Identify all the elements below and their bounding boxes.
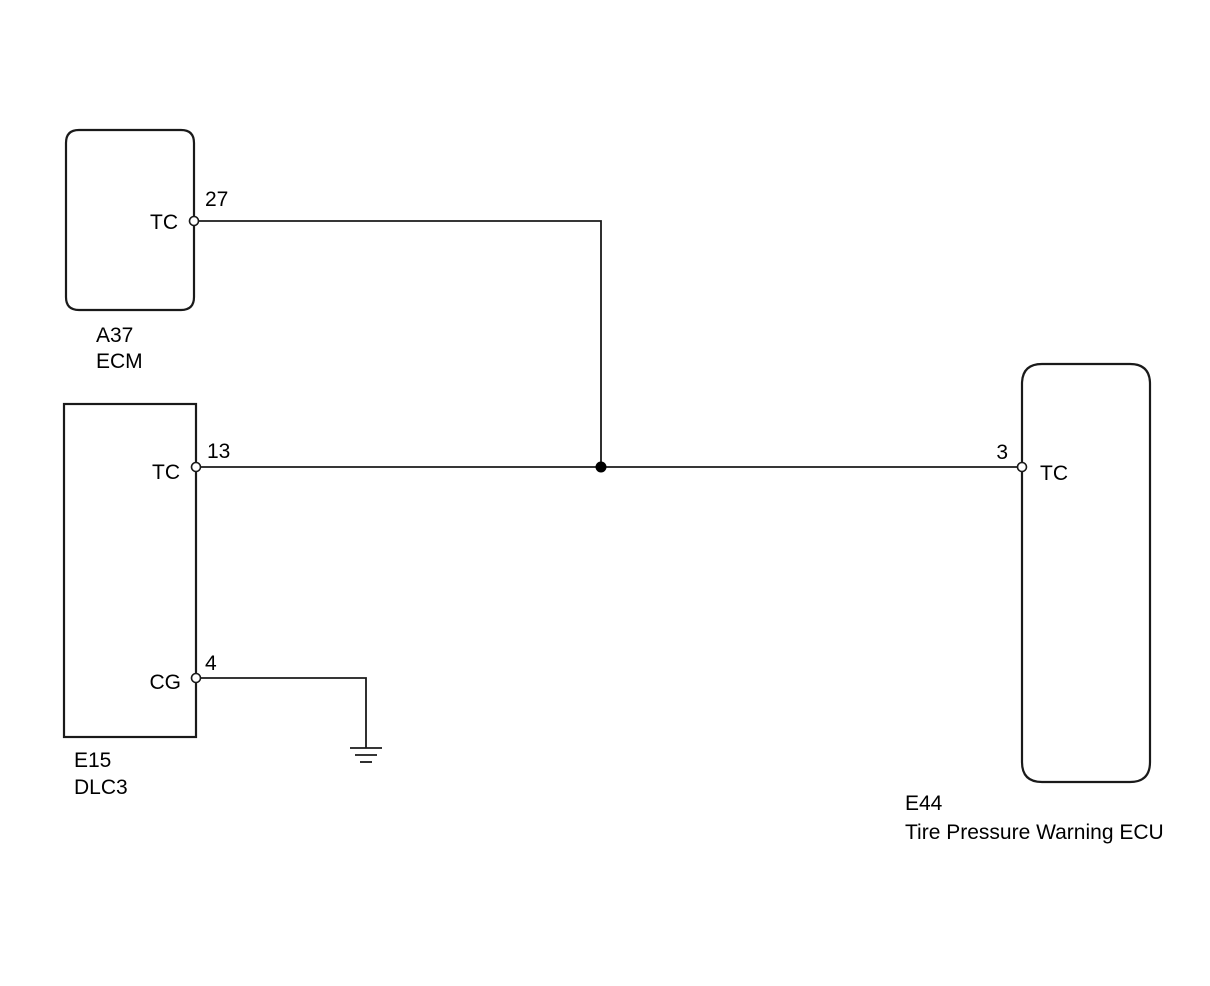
tpw-ecu-connector-code: E44: [905, 792, 943, 815]
tpw-ecu-tc-pin: [1016, 461, 1028, 473]
dlc3-component: TC 13 CG 4 E15 DLC3: [62, 402, 230, 799]
dlc3-body: [62, 402, 198, 739]
ecm-connector-code: A37: [96, 324, 133, 347]
wire-ecm-tc-to-splice: [198, 220, 602, 467]
dlc3-connector-code: E15: [74, 749, 111, 772]
ecm-body: [64, 128, 196, 312]
splice-junction: [595, 461, 607, 473]
tpw-ecu-pin-3-label: 3: [996, 441, 1008, 464]
dlc3-cg-terminal-label: CG: [150, 671, 182, 694]
dlc3-pin-13-label: 13: [207, 440, 230, 463]
tpw-ecu-body: [1020, 362, 1152, 784]
ecm-component: TC 27 A37 ECM: [64, 128, 228, 373]
dlc3-name: DLC3: [74, 776, 128, 799]
ecm-tc-terminal-label: TC: [150, 211, 178, 234]
tpw-ecu-tc-terminal-label: TC: [1040, 462, 1068, 485]
wire-dlc3-cg-to-ground: [200, 677, 367, 748]
dlc3-pin-4-label: 4: [205, 652, 217, 675]
tpw-ecu-component: TC 3 E44 Tire Pressure Warning ECU: [905, 362, 1164, 844]
ecm-pin-27-label: 27: [205, 188, 228, 211]
dlc3-tc-pin: [190, 461, 202, 473]
ecm-name: ECM: [96, 350, 143, 373]
tpw-ecu-name: Tire Pressure Warning ECU: [905, 821, 1164, 844]
ground-icon: [350, 747, 382, 763]
dlc3-cg-pin: [190, 672, 202, 684]
dlc3-tc-terminal-label: TC: [152, 461, 180, 484]
ecm-tc-pin: [188, 215, 200, 227]
